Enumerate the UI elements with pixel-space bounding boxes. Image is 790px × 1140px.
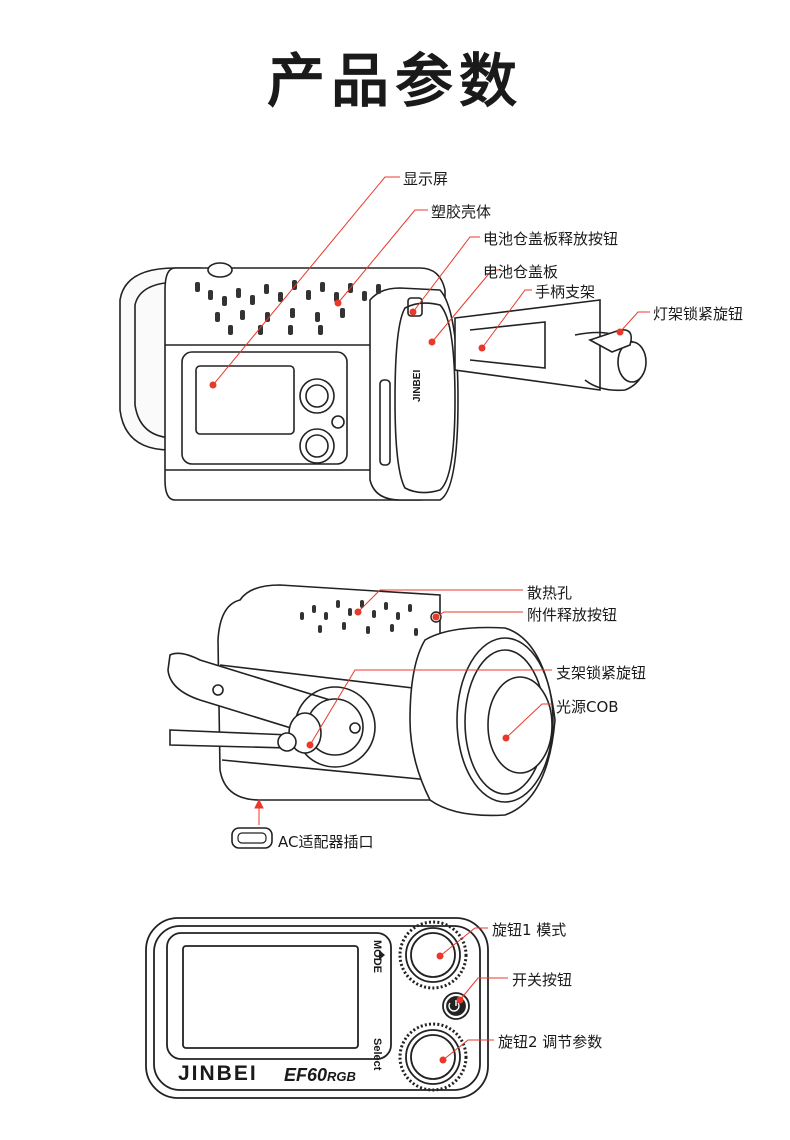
label-vent-holes: 散热孔: [527, 584, 573, 602]
label-knob2-adjust: 旋钮2 调节参数: [498, 1033, 603, 1051]
brand-logo-front: JINBEI: [412, 369, 423, 402]
mode-label: MODE: [371, 940, 383, 973]
page-title: 产品参数: [266, 47, 523, 115]
label-ac-port: AC适配器插口: [278, 833, 374, 851]
label-stand-lock-knob: 灯架锁紧旋钮: [653, 305, 744, 323]
label-battery-cover-release: 电池仓盖板释放按钮: [483, 230, 619, 248]
label-battery-cover: 电池仓盖板: [483, 263, 559, 281]
label-accessory-release: 附件释放按钮: [527, 606, 618, 624]
label-knob1-mode: 旋钮1 模式: [492, 921, 567, 939]
label-bracket-lock-knob: 支架锁紧旋钮: [556, 664, 647, 682]
panel-model-name: EF60RGB: [284, 1065, 356, 1085]
label-handle-bracket: 手柄支架: [535, 283, 596, 301]
select-label: Select: [371, 1038, 383, 1071]
label-power-button: 开关按钮: [512, 971, 573, 989]
label-light-source-cob: 光源COB: [556, 698, 619, 716]
label-plastic-shell: 塑胶壳体: [431, 203, 492, 221]
label-display: 显示屏: [403, 170, 449, 188]
panel-brand-logo: JINBEI: [178, 1062, 258, 1085]
